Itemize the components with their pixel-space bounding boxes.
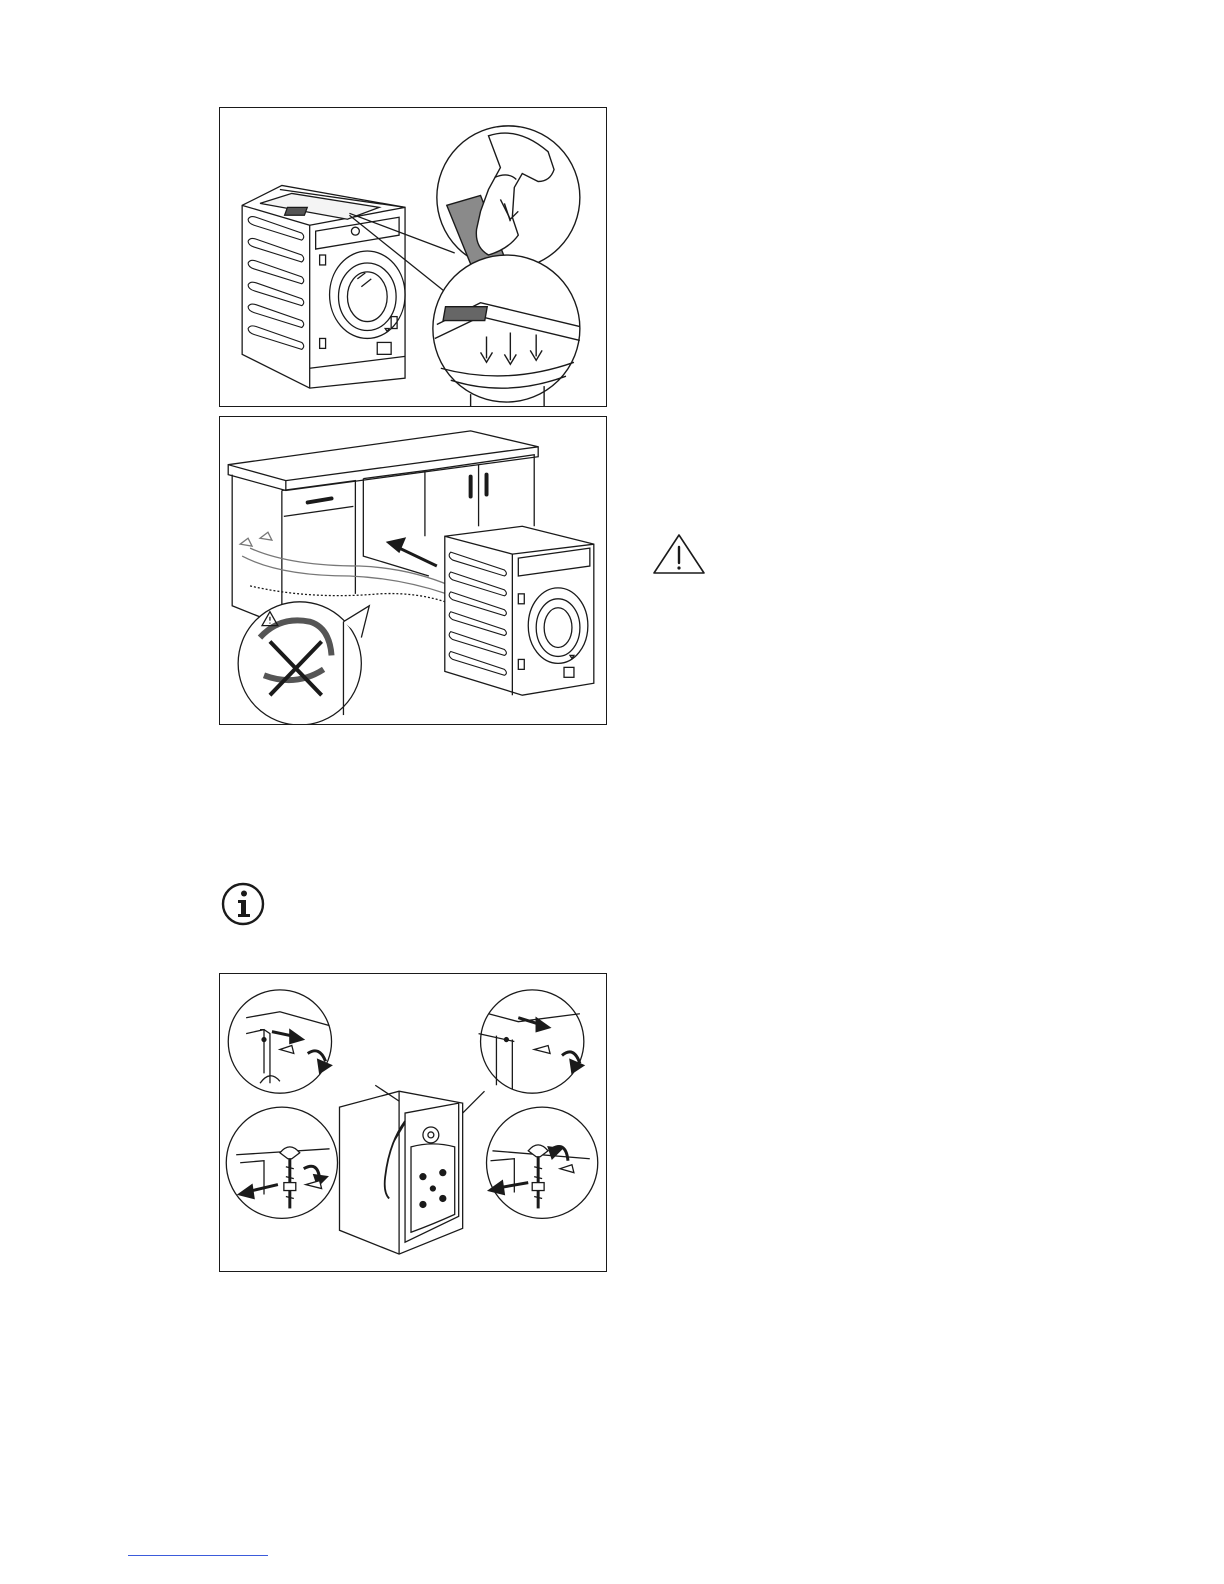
figure-cover-plate-illustration <box>220 108 606 406</box>
figure-slide-under-worktop <box>219 416 607 725</box>
footer-rule <box>128 1555 268 1556</box>
warning-triangle-icon <box>651 532 707 576</box>
figure-fixing-brackets <box>219 973 607 1272</box>
figure-slide-under-worktop-illustration <box>220 417 606 724</box>
figure-cover-plate <box>219 107 607 407</box>
figure-fixing-brackets-illustration <box>220 974 606 1271</box>
info-circle-icon <box>220 881 266 927</box>
